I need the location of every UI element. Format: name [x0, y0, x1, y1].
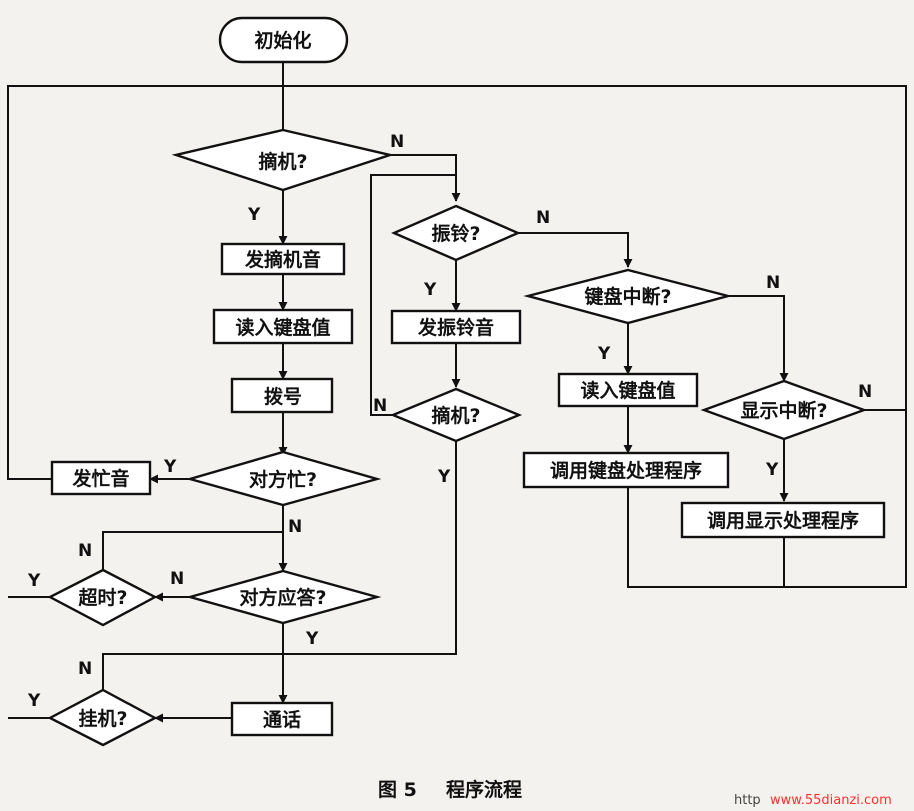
node-timeout-decision: 超时?	[47, 568, 158, 627]
edge-offhook2-yes	[283, 441, 457, 655]
node-talk: 通话	[230, 701, 334, 737]
svg-text:读入键盘值: 读入键盘值	[580, 379, 675, 402]
node-answer-decision: 对方应答?	[185, 569, 382, 625]
watermark-url: www.55dianzi.com	[770, 793, 892, 808]
label-answer-no: N	[170, 569, 184, 589]
watermark-prefix: http	[734, 793, 761, 808]
svg-text:通话: 通话	[263, 709, 301, 731]
caption-figure-number: 图 5	[378, 779, 417, 801]
svg-text:挂机?: 挂机?	[78, 707, 127, 730]
label-ring-no: N	[536, 208, 550, 228]
node-ring-decision: 振铃?	[390, 204, 522, 262]
label-offhook2-no: N	[373, 396, 387, 416]
svg-text:对方应答?: 对方应答?	[239, 586, 326, 609]
caption-title: 程序流程	[446, 778, 522, 801]
edge-keyint-no	[728, 295, 789, 382]
label-ring-yes: Y	[423, 280, 437, 300]
watermark: http www.55dianzi.com	[734, 793, 892, 808]
svg-text:键盘中断?: 键盘中断?	[583, 285, 671, 308]
node-ring-tone: 发振铃音	[390, 309, 522, 345]
label-offhook2-yes: Y	[437, 467, 451, 487]
svg-text:对方忙?: 对方忙?	[249, 468, 317, 491]
node-call-display-proc: 调用显示处理程序	[680, 501, 886, 539]
node-busy-decision: 对方忙?	[185, 450, 382, 507]
node-display-interrupt-decision: 显示中断?	[700, 379, 868, 441]
svg-text:读入键盘值: 读入键盘值	[235, 316, 330, 339]
node-init: 初始化	[218, 16, 349, 64]
edge-timeout-no	[102, 531, 283, 570]
svg-text:调用显示处理程序: 调用显示处理程序	[707, 509, 859, 532]
svg-text:超时?: 超时?	[77, 586, 127, 609]
label-keyint-yes: Y	[597, 344, 611, 364]
edge-bottom-join	[627, 410, 907, 588]
svg-text:显示中断?: 显示中断?	[740, 399, 827, 422]
node-read-keyboard-right: 读入键盘值	[557, 372, 699, 408]
edge-hangup-no	[102, 653, 283, 690]
label-timeout-no: N	[78, 541, 92, 561]
edge-offhook-no	[390, 154, 461, 202]
node-offhook-decision: 摘机?	[171, 128, 395, 192]
label-dispint-no: N	[858, 382, 872, 402]
node-offhook2-decision: 摘机?	[389, 387, 523, 443]
label-offhook-no: N	[390, 132, 404, 152]
label-offhook-yes: Y	[247, 205, 261, 225]
label-answer-yes: Y	[305, 629, 319, 649]
node-read-keyboard-left: 读入键盘值	[212, 308, 354, 345]
svg-text:发振铃音: 发振铃音	[417, 316, 494, 339]
label-busy-no: N	[288, 517, 302, 537]
node-hangup-decision: 挂机?	[47, 688, 158, 747]
edge-left-loop	[7, 85, 283, 480]
label-hangup-yes: Y	[27, 691, 41, 711]
node-call-keyboard-proc: 调用键盘处理程序	[522, 451, 730, 489]
figure-caption: 图 5 程序流程	[378, 778, 522, 801]
edge-labels: N Y N Y N Y N N Y Y Y N N Y N Y N Y	[27, 132, 872, 711]
svg-text:摘机?: 摘机?	[431, 404, 480, 427]
label-dispint-yes: Y	[765, 460, 779, 480]
svg-text:初始化: 初始化	[254, 29, 311, 52]
svg-text:拨号: 拨号	[264, 385, 302, 408]
label-busy-yes: Y	[163, 457, 177, 477]
svg-text:发摘机音: 发摘机音	[244, 248, 321, 271]
label-keyint-no: N	[766, 273, 780, 293]
svg-text:摘机?: 摘机?	[258, 150, 307, 173]
node-keyboard-interrupt-decision: 键盘中断?	[523, 268, 733, 325]
edge-ring-no	[518, 232, 633, 268]
label-timeout-yes: Y	[27, 571, 41, 591]
svg-text:发忙音: 发忙音	[71, 467, 129, 490]
connectors	[7, 62, 907, 723]
node-busy-tone: 发忙音	[50, 460, 152, 496]
node-dial-tone: 发摘机音	[220, 242, 346, 276]
label-hangup-no: N	[78, 659, 92, 679]
svg-text:振铃?: 振铃?	[431, 222, 480, 245]
node-dial: 拨号	[230, 377, 334, 414]
svg-text:调用键盘处理程序: 调用键盘处理程序	[550, 459, 702, 482]
edge-top-return	[283, 85, 907, 410]
edge-offhook2-no	[370, 174, 456, 416]
